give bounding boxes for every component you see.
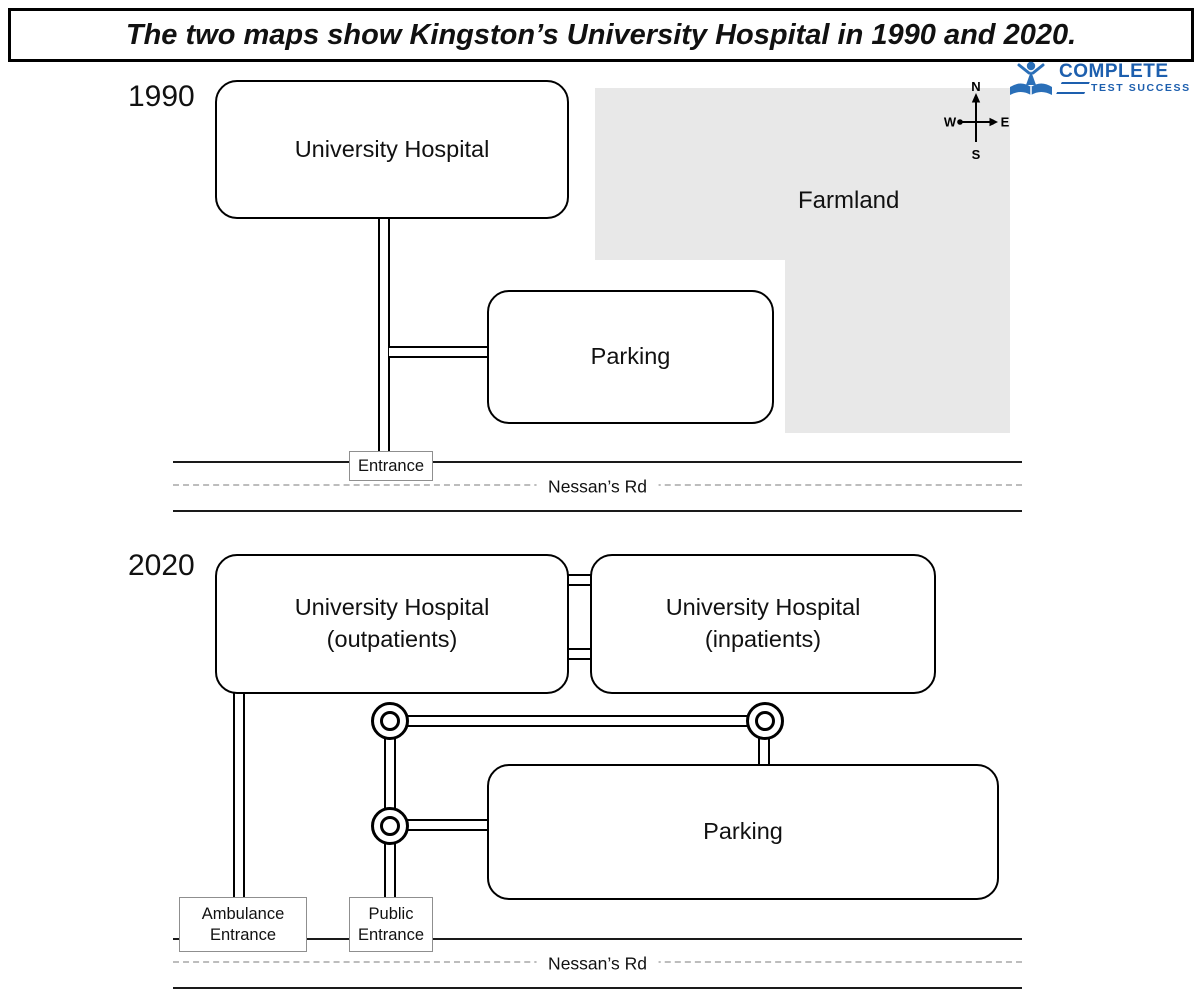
parking-area-1990: Parking xyxy=(487,290,774,424)
person-book-icon xyxy=(1010,61,1052,95)
roundabout-south-2020 xyxy=(371,807,409,845)
compass-rose-icon: N W E S xyxy=(944,80,1010,162)
compass-east-label: E xyxy=(1001,115,1010,130)
entrance-label-1990: Entrance xyxy=(357,456,425,475)
outpatients-label-line1: University Hospital xyxy=(294,594,490,621)
parking-area-2020: Parking xyxy=(487,764,999,900)
title-banner: The two maps show Kingston’s University … xyxy=(8,8,1194,62)
parking-label-2020: Parking xyxy=(703,818,783,845)
university-hospital-label-1990: University Hospital xyxy=(294,135,490,162)
roundabout-inner-circle xyxy=(380,711,400,731)
title-text: The two maps show Kingston’s University … xyxy=(125,18,1077,51)
inpatients-label-line2: (inpatients) xyxy=(704,626,822,652)
roundabout-link-road-2020 xyxy=(390,715,765,727)
public-entrance-label-line1: Public xyxy=(368,904,414,923)
public-entrance-box-2020: Public Entrance xyxy=(349,897,433,952)
ambulance-access-road-2020 xyxy=(233,687,245,898)
university-hospital-outpatients-building-2020: University Hospital (outpatients) xyxy=(215,554,569,694)
logo-tagline: TEST SUCCESS xyxy=(1091,81,1191,94)
compass-south-label: S xyxy=(972,147,981,162)
compass-west-label: W xyxy=(944,115,957,130)
nessans-road-1990: Nessan’s Rd xyxy=(173,461,1022,512)
farmland-label: Farmland xyxy=(798,187,900,214)
roundabout-inner-circle xyxy=(380,816,400,836)
roundabout-northeast-2020 xyxy=(746,702,784,740)
nessans-road-2020: Nessan’s Rd xyxy=(173,938,1022,989)
nessans-road-label-2020: Nessan’s Rd xyxy=(536,953,659,974)
hospital-link-corridor-bottom-2020 xyxy=(563,648,592,660)
map-1990-year-label: 1990 xyxy=(128,80,195,113)
ambulance-entrance-label-line1: Ambulance xyxy=(201,904,285,923)
parking-access-road-1990 xyxy=(389,346,487,358)
compass-north-label: N xyxy=(971,80,980,94)
logo-name: COMPLETE xyxy=(1059,61,1169,82)
roundabout-northwest-2020 xyxy=(371,702,409,740)
entrance-box-1990: Entrance xyxy=(349,451,433,481)
ambulance-entrance-label-line2: Entrance xyxy=(209,925,277,944)
hospital-link-corridor-top-2020 xyxy=(563,574,592,586)
ambulance-entrance-box-2020: Ambulance Entrance xyxy=(179,897,307,952)
parking-west-access-road-2020 xyxy=(390,819,487,831)
roundabout-inner-circle xyxy=(755,711,775,731)
nessans-road-label-1990: Nessan’s Rd xyxy=(536,476,659,497)
public-entrance-label-line2: Entrance xyxy=(357,925,425,944)
brand-logo: COMPLETE TEST SUCCESS xyxy=(1008,60,1191,100)
outpatients-label-line2: (outpatients) xyxy=(326,626,458,652)
map-2020-year-label: 2020 xyxy=(128,549,195,582)
parking-label-1990: Parking xyxy=(590,343,671,370)
university-hospital-building-1990: University Hospital xyxy=(215,80,569,219)
hospital-access-road-1990 xyxy=(378,213,390,463)
inpatients-label-line1: University Hospital xyxy=(665,594,861,621)
logo-text: COMPLETE TEST SUCCESS xyxy=(1056,61,1191,94)
university-hospital-inpatients-building-2020: University Hospital (inpatients) xyxy=(590,554,936,694)
logo-swoosh-icon xyxy=(1056,81,1090,94)
